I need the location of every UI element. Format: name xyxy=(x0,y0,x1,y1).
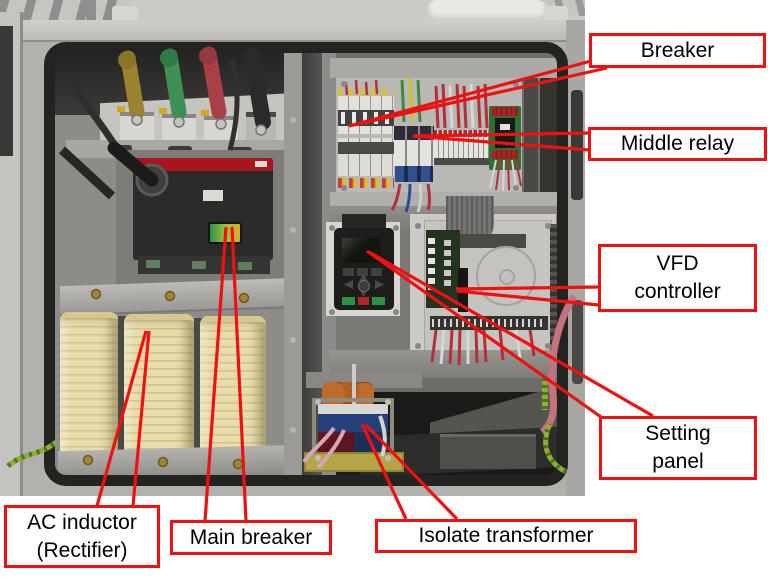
din-rail xyxy=(434,158,490,165)
terminal-label xyxy=(192,261,206,269)
breaker-switch-band xyxy=(338,142,394,154)
transformer-stud xyxy=(352,364,356,404)
main-breaker-badge xyxy=(255,161,267,167)
arrow-up-key xyxy=(359,273,368,282)
pcb-terminal-block xyxy=(492,150,518,159)
background-shadow xyxy=(0,26,13,156)
plastic-wrap xyxy=(428,0,546,20)
label-middle-relay: Middle relay xyxy=(588,127,767,161)
door-hinge xyxy=(572,300,583,384)
keypad-function-buttons xyxy=(343,268,385,276)
main-breaker-label xyxy=(203,190,223,201)
relay-sockets xyxy=(395,166,433,182)
stop-button xyxy=(358,297,369,305)
lifting-tab xyxy=(112,6,138,24)
label-ac-inductor: AC inductor (Rectifier) xyxy=(4,505,160,568)
label-main-breaker: Main breaker xyxy=(170,520,332,555)
bracket-slot xyxy=(168,146,192,153)
cabinet-top-edge xyxy=(18,20,585,42)
label-setting-panel: Setting panel xyxy=(599,416,757,480)
door-gasket-seal xyxy=(44,42,568,486)
coil-gap xyxy=(194,318,202,460)
ceiling-pole xyxy=(86,0,96,22)
door-hinge xyxy=(571,90,583,200)
terminal-label xyxy=(146,260,160,268)
wire-ferrules xyxy=(338,178,394,188)
keypad-tab xyxy=(342,214,386,228)
label-breaker: Breaker xyxy=(589,33,766,68)
panel-rail xyxy=(330,192,558,208)
arrow-left-key xyxy=(344,280,353,289)
arrow-down-key xyxy=(359,288,368,297)
run-button xyxy=(342,297,355,305)
label-isolate-transformer: Isolate transformer xyxy=(375,519,637,553)
frame-beam xyxy=(284,53,302,475)
label-vfd-controller: VFD controller xyxy=(598,244,757,312)
frame-beam-dark xyxy=(302,53,322,475)
transformer-winding xyxy=(322,382,374,408)
lifting-tab xyxy=(544,6,568,24)
cabinet-photo xyxy=(0,0,585,496)
ceiling-truss xyxy=(0,0,130,20)
ribbon-connector xyxy=(448,234,526,248)
